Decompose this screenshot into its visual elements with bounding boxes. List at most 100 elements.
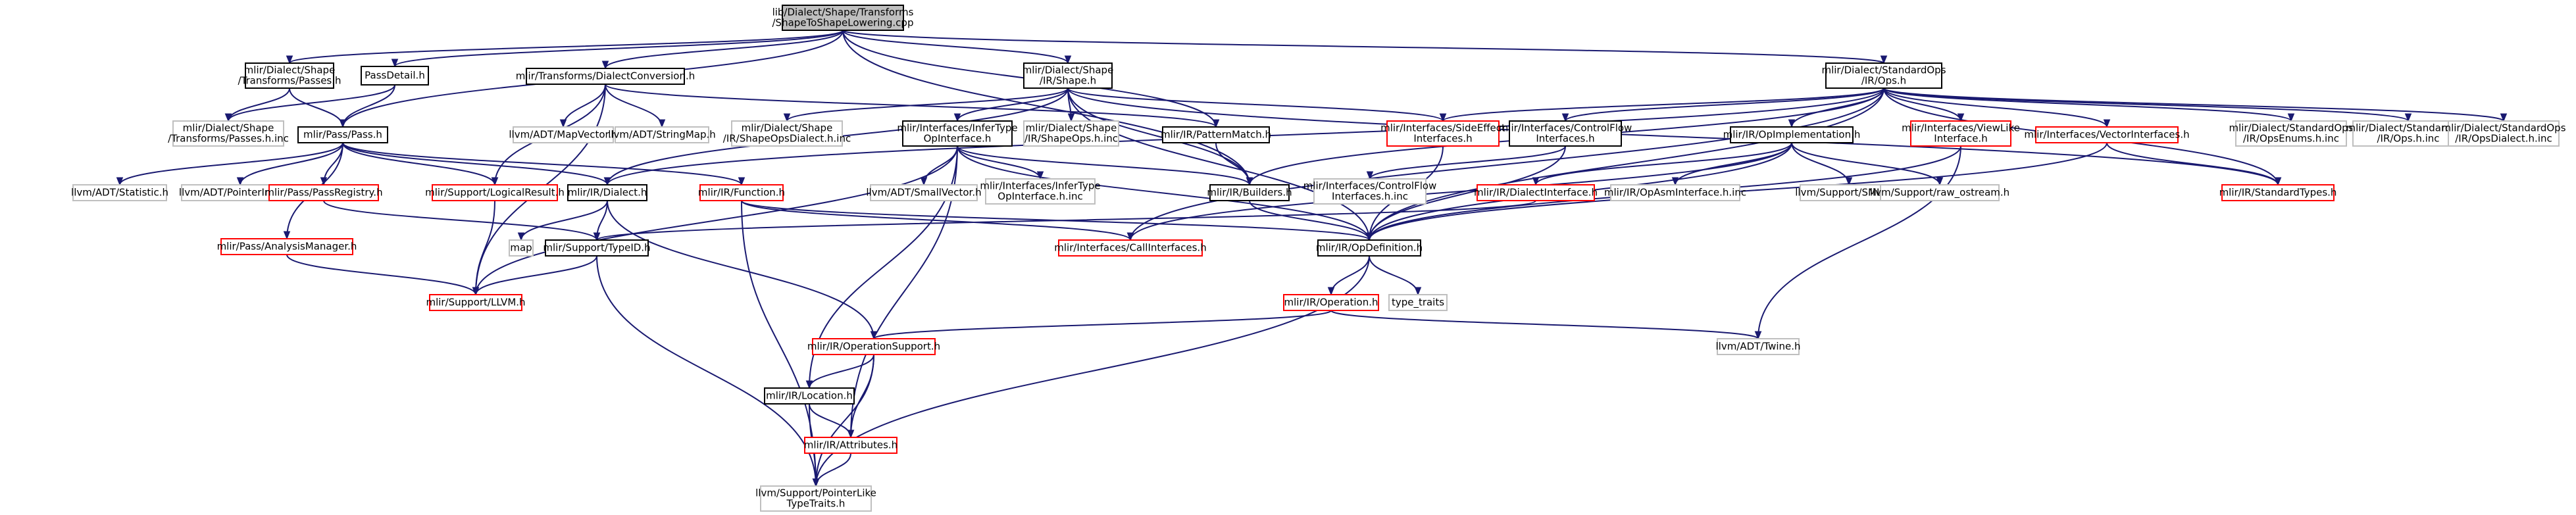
node-box (902, 120, 1013, 147)
node-label-line: TypeTraits.h (786, 498, 846, 510)
edge-shape_passes_h-to-shape_passes_h_inc (228, 87, 290, 122)
node-ir-location-h[interactable]: mlir/IR/Location.h (764, 387, 855, 405)
edge-shape_ir_shape_h-to-ir_standardtypes_h (1067, 87, 2279, 185)
arrowhead-ir_opimplementation_h-to-llvm_smloc_h (1845, 177, 1853, 186)
node-box (268, 184, 379, 201)
node-ir-opdefinition-h[interactable]: mlir/IR/OpDefinition.h (1316, 239, 1423, 257)
node-label-line: mlir/Pass/AnalysisManager.h (217, 241, 357, 253)
node-ir-attributes-h[interactable]: mlir/IR/Attributes.h (804, 437, 897, 454)
arrowhead-transforms_dialectconversion_h-to-ir_patternmatch_h (1212, 119, 1220, 128)
node-label-line: mlir/Dialect/StandardOps (2229, 122, 2353, 134)
edge-ir_builders_h-to-ir_opdefinition_h (1249, 200, 1370, 241)
edge-support_typeid_h-to-llvm_pointerliketypetraits_h (596, 255, 817, 487)
edge-infertype_opinterface_h-to-ir_builders_h (957, 145, 1250, 185)
node-label-line: map (510, 242, 532, 254)
node-label-line: mlir/Interfaces/InferType (980, 180, 1100, 192)
node-transforms-dialectconversion-h[interactable]: mlir/Transforms/DialectConversion.h (516, 68, 695, 85)
node-ir-patternmatch-h[interactable]: mlir/IR/PatternMatch.h (1161, 126, 1271, 143)
node-box (804, 437, 897, 454)
node-ir-dialectinterface-h[interactable]: mlir/IR/DialectInterface.h (1474, 184, 1598, 201)
node-callinterfaces-h[interactable]: mlir/Interfaces/CallInterfaces.h (1054, 239, 1207, 257)
arrowhead-ir_opimplementation_h-to-llvm_raw_ostream_h (1936, 177, 1944, 186)
node-ir-builders-h[interactable]: mlir/IR/Builders.h (1207, 184, 1292, 201)
edge-ir_operation_h-to-ir_operationsupport_h (873, 310, 1332, 339)
edge-shape_ir_shape_h-to-sideeffect_interfaces_h (1067, 87, 1444, 122)
node-label-line: /IR/OpsEnums.h.inc (2243, 133, 2339, 145)
node-llvm-stringmap-h: llvm/ADT/StringMap.h (608, 126, 716, 143)
arrowhead-ir_attributes_h-to-llvm_pointerliketypetraits_h (812, 478, 820, 487)
edge-root-to-shape_passes_h (289, 30, 844, 64)
edge-standardops_ops_h-to-ir_opimplementation_h (1791, 87, 1884, 128)
node-label-line: mlir/IR/Function.h (698, 187, 785, 199)
node-label-line: /ShapeToShapeLowering.cpp (772, 17, 914, 29)
node-label-line: mlir/IR/Attributes.h (804, 439, 897, 451)
edge-root-to-shape_ir_shape_h (842, 30, 1069, 64)
node-label-line: mlir/IR/OpAsmInterface.h.inc (1604, 187, 1746, 199)
node-box (297, 126, 388, 143)
arrowhead-standardops_ops_h-to-standardops_ops_h_inc (2404, 113, 2412, 122)
node-passdetail-h[interactable]: PassDetail.h (361, 66, 429, 86)
node-label-line: /IR/ShapeOps.h.inc (1024, 133, 1118, 145)
node-box (509, 239, 534, 257)
node-ir-standardtypes-h[interactable]: mlir/IR/StandardTypes.h (2219, 184, 2337, 201)
edge-ir_opdefinition_h-to-type_traits (1369, 255, 1419, 295)
node-box (812, 338, 936, 355)
node-label-line: mlir/Support/LLVM.h (426, 297, 525, 308)
node-ir-operation-h[interactable]: mlir/IR/Operation.h (1283, 294, 1379, 311)
arrowhead-root-to-passdetail_h (391, 59, 399, 68)
arrowhead-controlflow_interfaces_h-to-controlflow_interfaces_h_inc (1366, 171, 1374, 180)
node-pass-passregistry-h[interactable]: mlir/Pass/PassRegistry.h (265, 184, 383, 201)
node-pass-analysismanager-h[interactable]: mlir/Pass/AnalysisManager.h (217, 238, 357, 255)
node-label-line: mlir/Dialect/Shape (1023, 64, 1114, 76)
node-label-line: Interfaces.h (1413, 133, 1472, 145)
node-ir-opimplementation-h[interactable]: mlir/IR/OpImplementation.h (1723, 126, 1861, 143)
node-root[interactable]: lib/Dialect/Shape/Transforms/ShapeToShap… (772, 5, 914, 31)
edge-ir_opimplementation_h-to-ir_dialectinterface_h (1535, 142, 1792, 185)
edge-ir_patternmatch_h-to-ir_builders_h (1215, 142, 1250, 185)
edge-viewlike_interface_h-to-llvm_twine_h (1757, 145, 1961, 339)
node-ir-dialect-h[interactable]: mlir/IR/Dialect.h (567, 184, 647, 201)
node-ir-function-h[interactable]: mlir/IR/Function.h (698, 184, 785, 201)
node-pass-pass-h[interactable]: mlir/Pass/Pass.h (297, 126, 388, 143)
node-ir-operationsupport-h[interactable]: mlir/IR/OperationSupport.h (807, 338, 940, 355)
node-label-line: mlir/IR/OperationSupport.h (807, 341, 940, 353)
node-type-traits: type_traits (1388, 294, 1448, 311)
node-llvm-smallvector-h: llvm/ADT/SmallVector.h (866, 184, 982, 201)
node-label-line: llvm/ADT/StringMap.h (608, 129, 716, 141)
node-support-logicalresult-h[interactable]: mlir/Support/LogicalResult.h (425, 184, 565, 201)
node-label-line: llvm/Support/SMLoc.h (1795, 187, 1902, 199)
node-label-line: /IR/OpsDialect.h.inc (2455, 133, 2552, 145)
node-label-line: llvm/ADT/SmallVector.h (866, 187, 981, 199)
arrowhead-standardops_ops_h-to-sideeffect_interfaces_h (1439, 113, 1447, 122)
arrowhead-standardops_ops_h-to-viewlike_interface_h (1957, 113, 1965, 122)
arrowhead-ir_dialectinterface_h-to-support_typeid_h (593, 232, 601, 241)
arrowhead-ir_operation_h-to-ir_operationsupport_h (870, 331, 878, 340)
arrowhead-root-to-shape_ir_shape_h (1064, 55, 1072, 64)
node-box (72, 184, 167, 201)
node-llvm-twine-h: llvm/ADT/Twine.h (1715, 338, 1801, 355)
node-label-line: mlir/IR/Builders.h (1207, 187, 1292, 199)
arrowhead-shape_ir_shape_h-to-shape_opsdialect_h_inc (783, 113, 791, 122)
node-box (567, 184, 647, 201)
node-shape-passes-h[interactable]: mlir/Dialect/Shape/Transforms/Passes.h (238, 62, 341, 89)
node-standardops-ops-h[interactable]: mlir/Dialect/StandardOps/IR/Ops.h (1821, 62, 1946, 89)
arrowhead-ir_operation_h-to-llvm_twine_h (1754, 331, 1762, 340)
node-support-typeid-h[interactable]: mlir/Support/TypeID.h (543, 239, 651, 257)
arrowhead-support_typeid_h-to-support_llvm_h (472, 287, 480, 296)
node-support-llvm-h[interactable]: mlir/Support/LLVM.h (426, 294, 526, 311)
arrowhead-standardops_ops_h-to-controlflow_interfaces_h (1561, 113, 1569, 122)
node-shape-ir-shape-h[interactable]: mlir/Dialect/Shape/IR/Shape.h (1023, 62, 1114, 89)
node-box (1023, 120, 1119, 147)
node-box (220, 238, 353, 255)
node-box (1825, 62, 1942, 89)
arrowhead-pass_pass_h-to-pass_analysismanager_h (283, 231, 291, 240)
node-vector-interfaces-h[interactable]: mlir/Interfaces/VectorInterfaces.h (2024, 126, 2190, 143)
node-box (513, 126, 614, 143)
node-box (699, 184, 784, 201)
edge-shape_passes_h-to-pass_pass_h (289, 87, 343, 128)
